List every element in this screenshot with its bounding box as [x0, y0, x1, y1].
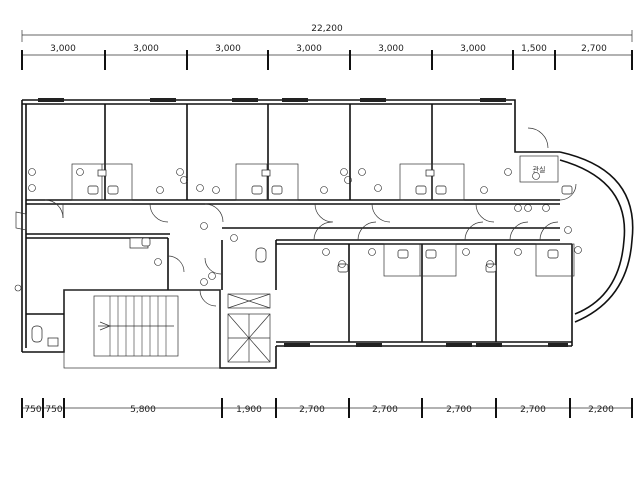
- bottom-dim-9: 2,200: [588, 405, 614, 415]
- room-tag-label: 관실: [533, 165, 546, 174]
- staircase: [63, 289, 221, 369]
- top-dim-ticks: [21, 50, 633, 70]
- bottom-dim-4: 1,900: [236, 405, 262, 415]
- bottom-dim-1: 750: [24, 405, 41, 415]
- elevator-shafts: [227, 293, 271, 363]
- bottom-dim-ticks: [21, 398, 633, 418]
- bottom-dimension-group: 750 750 5,800 1,900 2,700 2,700 2,700 2,…: [21, 398, 633, 418]
- bottom-windows: [284, 343, 568, 347]
- upper-room-partitions: [26, 104, 560, 205]
- top-total-dimension: 22,200: [311, 24, 343, 34]
- room-tag-box: [519, 155, 559, 183]
- top-dim-5: 3,000: [378, 44, 404, 54]
- bottom-dim-7: 2,700: [446, 405, 472, 415]
- top-dim-6: 3,000: [460, 44, 486, 54]
- light-fixtures: [14, 168, 582, 292]
- top-dim-8: 2,700: [581, 44, 607, 54]
- bottom-dim-2: 750: [45, 405, 62, 415]
- bottom-dim-3: 5,800: [130, 405, 156, 415]
- exterior-walls: [21, 99, 634, 369]
- top-dim-4: 3,000: [296, 44, 322, 54]
- top-dimension-group: 22,200 3,000 3,000 3,000 3,000 3,000 3,0…: [21, 24, 633, 70]
- top-dim-7: 1,500: [521, 44, 547, 54]
- top-windows: [38, 98, 506, 102]
- lower-room-partitions: [348, 243, 575, 342]
- bottom-dim-5: 2,700: [299, 405, 325, 415]
- top-dim-1: 3,000: [50, 44, 76, 54]
- top-dim-3: 3,000: [215, 44, 241, 54]
- corridor-walls: [26, 227, 572, 290]
- sanitary-fixtures: [87, 169, 573, 273]
- bottom-dim-8: 2,700: [520, 405, 546, 415]
- bottom-dim-6: 2,700: [372, 405, 398, 415]
- top-dim-2: 3,000: [133, 44, 159, 54]
- left-rooms: [26, 237, 149, 347]
- door-swings: [15, 127, 577, 307]
